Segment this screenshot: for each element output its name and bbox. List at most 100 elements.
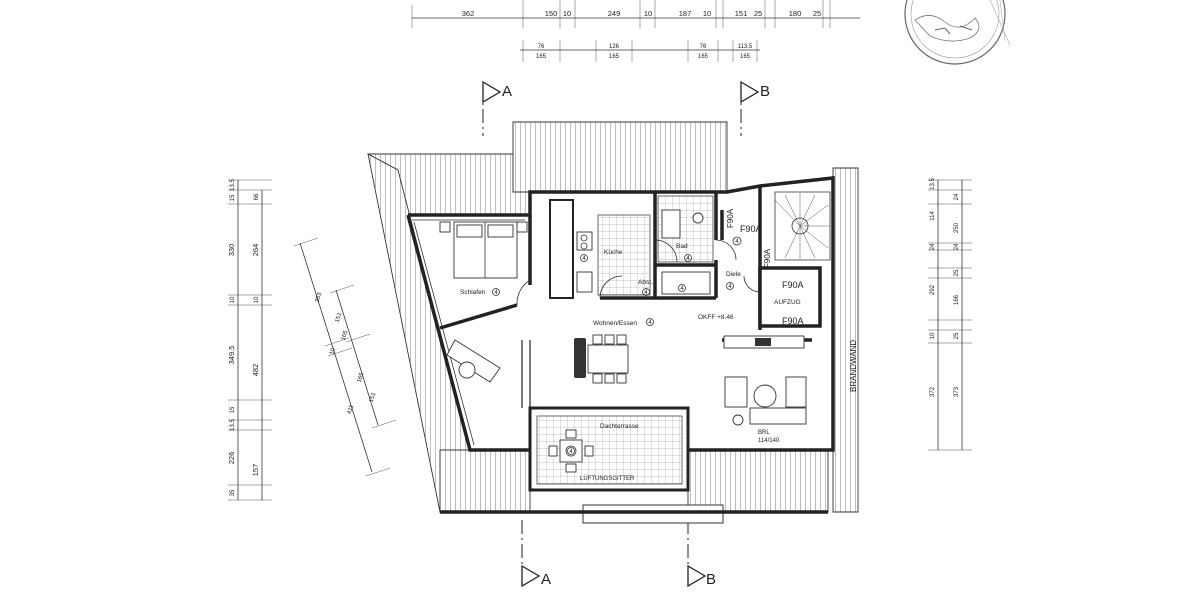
- f90a-label-3: F90A: [763, 248, 772, 268]
- dim-right-10: 10: [930, 332, 936, 339]
- svg-text:Diele: Diele: [726, 271, 741, 278]
- dim-left2-157: 157: [251, 464, 260, 477]
- svg-text:A: A: [541, 571, 551, 588]
- stair: [774, 191, 831, 261]
- svg-text:4: 4: [494, 290, 498, 296]
- dim-left-15b: 15: [230, 406, 236, 413]
- dim-right-292: 292: [930, 284, 936, 295]
- stair-tag: 4: [732, 236, 742, 246]
- dim-diag-151a: 151: [335, 311, 344, 323]
- dim-diag-10: 10: [329, 347, 337, 356]
- interior-walls: [439, 186, 822, 492]
- lueftung-note: LÜFTUNGSGITTER: [580, 475, 635, 482]
- f90a-label-2: F90A: [726, 208, 735, 228]
- dim-top-10a: 10: [563, 9, 571, 18]
- dim-left-35: 35: [230, 489, 236, 496]
- dim-top-187: 187: [679, 9, 692, 18]
- dim-diag-165b: 165: [357, 371, 366, 383]
- brh-note-a: BRL: [758, 430, 770, 436]
- stamp-seal: [904, 0, 1011, 65]
- dim-left-13-5a: 13.5: [230, 179, 236, 191]
- dim-top-362: 362: [462, 9, 475, 18]
- dim-top2-126: 126: [609, 44, 620, 50]
- svg-text:Bad: Bad: [676, 243, 688, 250]
- kitchen-fixtures: [576, 214, 651, 296]
- dim-top-249: 249: [608, 9, 621, 18]
- room-label-abst: Abst. 4 4: [638, 279, 686, 296]
- dim-left2-66: 66: [254, 193, 260, 200]
- dim-right-24b: 24: [954, 243, 960, 250]
- dining-table: [574, 334, 629, 384]
- kitchen-counter: [723, 335, 805, 349]
- section-marker-a-top: A: [482, 80, 512, 136]
- svg-text:4: 4: [582, 256, 586, 262]
- room-label-schlafen: Schlafen 4: [460, 288, 500, 296]
- dim-left-226: 226: [227, 452, 236, 465]
- left-dimension-chain: 13.5 15 330 10 349.5 15 13.5 226 35 66 2…: [227, 179, 272, 501]
- bathroom-fixtures: [657, 195, 714, 295]
- bath-tag: 4: [680, 286, 684, 292]
- room-label-kueche: Küche 4: [580, 249, 623, 262]
- svg-text:Dachterrasse: Dachterrasse: [600, 423, 639, 430]
- dim-left-349-5: 349.5: [227, 346, 236, 365]
- dim-top-150: 150: [545, 9, 558, 18]
- dim-top2-165d: 165: [740, 54, 751, 60]
- svg-text:Schlafen: Schlafen: [460, 289, 486, 296]
- right-dimension-chain: 13.5 114 24 250 24 25 166 25 10 372 373 …: [928, 178, 972, 451]
- dim-top-25a: 25: [754, 9, 762, 18]
- dim-right-250: 250: [954, 222, 960, 233]
- top-dimension-chain: 362 150 10 249 10 187 10 151 25 180 25 7…: [411, 0, 860, 62]
- svg-text:B: B: [760, 83, 770, 100]
- lounge-chair: [446, 339, 501, 383]
- dim-right-24c: 24: [954, 193, 960, 200]
- svg-text:4: 4: [728, 284, 732, 290]
- dim-diag-151b: 151: [369, 391, 378, 403]
- dim-left-15a: 15: [230, 194, 236, 201]
- dim-left-13-5b: 13.5: [230, 419, 236, 431]
- exterior-walls: [406, 176, 835, 514]
- roof-overhangs: [367, 121, 859, 524]
- terrace-table: [548, 429, 594, 473]
- room-label-diele: Diele 4: [726, 271, 741, 290]
- dim-top2-113-5: 113.5: [738, 44, 753, 50]
- dim-top-10b: 10: [644, 9, 652, 18]
- brandwand-label: BRANDWAND: [849, 340, 858, 392]
- svg-text:BRANDWAND: BRANDWAND: [849, 340, 858, 392]
- svg-text:4: 4: [569, 449, 573, 455]
- dim-diag-353: 353: [315, 291, 324, 303]
- bed: [439, 221, 528, 279]
- svg-text:4: 4: [648, 320, 652, 326]
- dim-right-114: 114: [930, 211, 936, 221]
- svg-text:4: 4: [644, 290, 648, 296]
- svg-text:Küche: Küche: [604, 249, 623, 256]
- dim-right-25b: 25: [954, 332, 960, 339]
- svg-text:Wohnen/Essen: Wohnen/Essen: [593, 320, 637, 327]
- svg-text:Abst.: Abst.: [638, 279, 653, 286]
- section-marker-b-top: B: [740, 80, 770, 136]
- dim-top-180: 180: [789, 9, 802, 18]
- dim-left-10: 10: [230, 296, 236, 303]
- room-label-dachterrasse: Dachterrasse 4 LÜFTUNGSGITTER: [567, 423, 639, 482]
- dim-left2-10: 10: [254, 296, 260, 303]
- dim-top2-165a: 165: [536, 54, 547, 60]
- room-label-bad: Bad 4: [676, 243, 692, 262]
- svg-text:A: A: [502, 83, 512, 100]
- svg-text:B: B: [706, 571, 716, 588]
- svg-text:AUFZUG: AUFZUG: [774, 299, 801, 306]
- dim-top2-76b: 76: [700, 44, 707, 50]
- room-label-aufzug: AUFZUG: [774, 299, 801, 306]
- svg-text:4: 4: [735, 239, 739, 245]
- diagonal-dimension-chain: 353 10 411 151 165 165 151: [293, 237, 397, 477]
- room-label-wohnen: Wohnen/Essen 4: [593, 318, 654, 327]
- dim-top-151: 151: [735, 9, 748, 18]
- f90a-label-4: F90A: [782, 280, 804, 290]
- dim-right-373: 373: [954, 386, 960, 397]
- section-marker-b-bottom: B: [687, 520, 716, 588]
- svg-text:4: 4: [686, 256, 690, 262]
- dim-right-25a: 25: [954, 269, 960, 276]
- dim-right-13-5: 13.5: [930, 178, 936, 190]
- dim-left2-482: 482: [251, 364, 260, 377]
- dim-right-166: 166: [954, 294, 960, 305]
- brh-note-b: 114/140: [758, 438, 780, 444]
